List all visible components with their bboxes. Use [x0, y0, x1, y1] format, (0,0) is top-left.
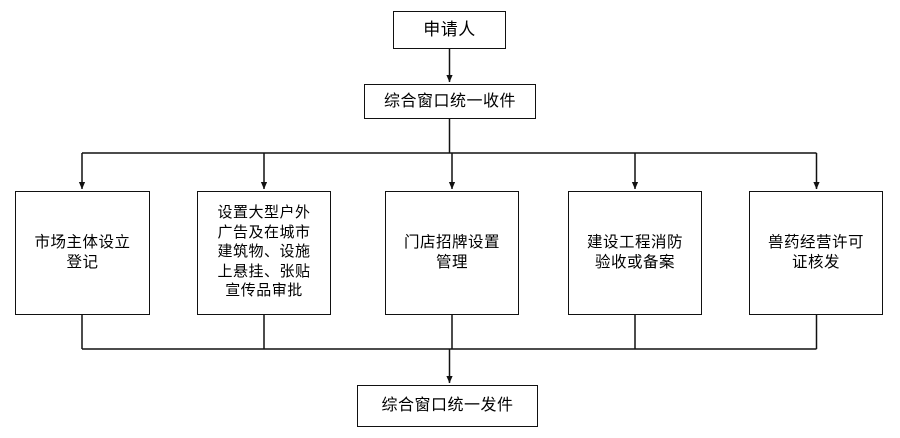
node-delivery-label: 综合窗口统一发件 — [381, 397, 514, 415]
node-market-entity-registration[interactable]: 市场主体设立 登记 — [15, 191, 150, 315]
node-veterinary-drug-license-label: 兽药经营许可 证核发 — [767, 233, 864, 271]
node-outdoor-advertising-approval[interactable]: 设置大型户外 广告及在城市 建筑物、设施 上悬挂、张贴 宣传品审批 — [197, 191, 331, 315]
node-outdoor-advertising-approval-label: 设置大型户外 广告及在城市 建筑物、设施 上悬挂、张贴 宣传品审批 — [217, 205, 311, 300]
node-store-signboard-management-label: 门店招牌设置 管理 — [403, 233, 500, 271]
node-intake-label: 综合窗口统一收件 — [383, 92, 516, 110]
node-intake[interactable]: 综合窗口统一收件 — [364, 84, 536, 119]
node-veterinary-drug-license[interactable]: 兽药经营许可 证核发 — [749, 191, 883, 315]
node-delivery[interactable]: 综合窗口统一发件 — [357, 385, 538, 427]
node-market-entity-registration-label: 市场主体设立 登记 — [34, 233, 131, 271]
node-store-signboard-management[interactable]: 门店招牌设置 管理 — [385, 191, 519, 315]
node-applicant[interactable]: 申请人 — [393, 11, 506, 49]
node-fire-acceptance-or-filing-label: 建设工程消防 验收或备案 — [586, 233, 683, 271]
node-fire-acceptance-or-filing[interactable]: 建设工程消防 验收或备案 — [568, 191, 702, 315]
node-applicant-label: 申请人 — [423, 19, 476, 39]
